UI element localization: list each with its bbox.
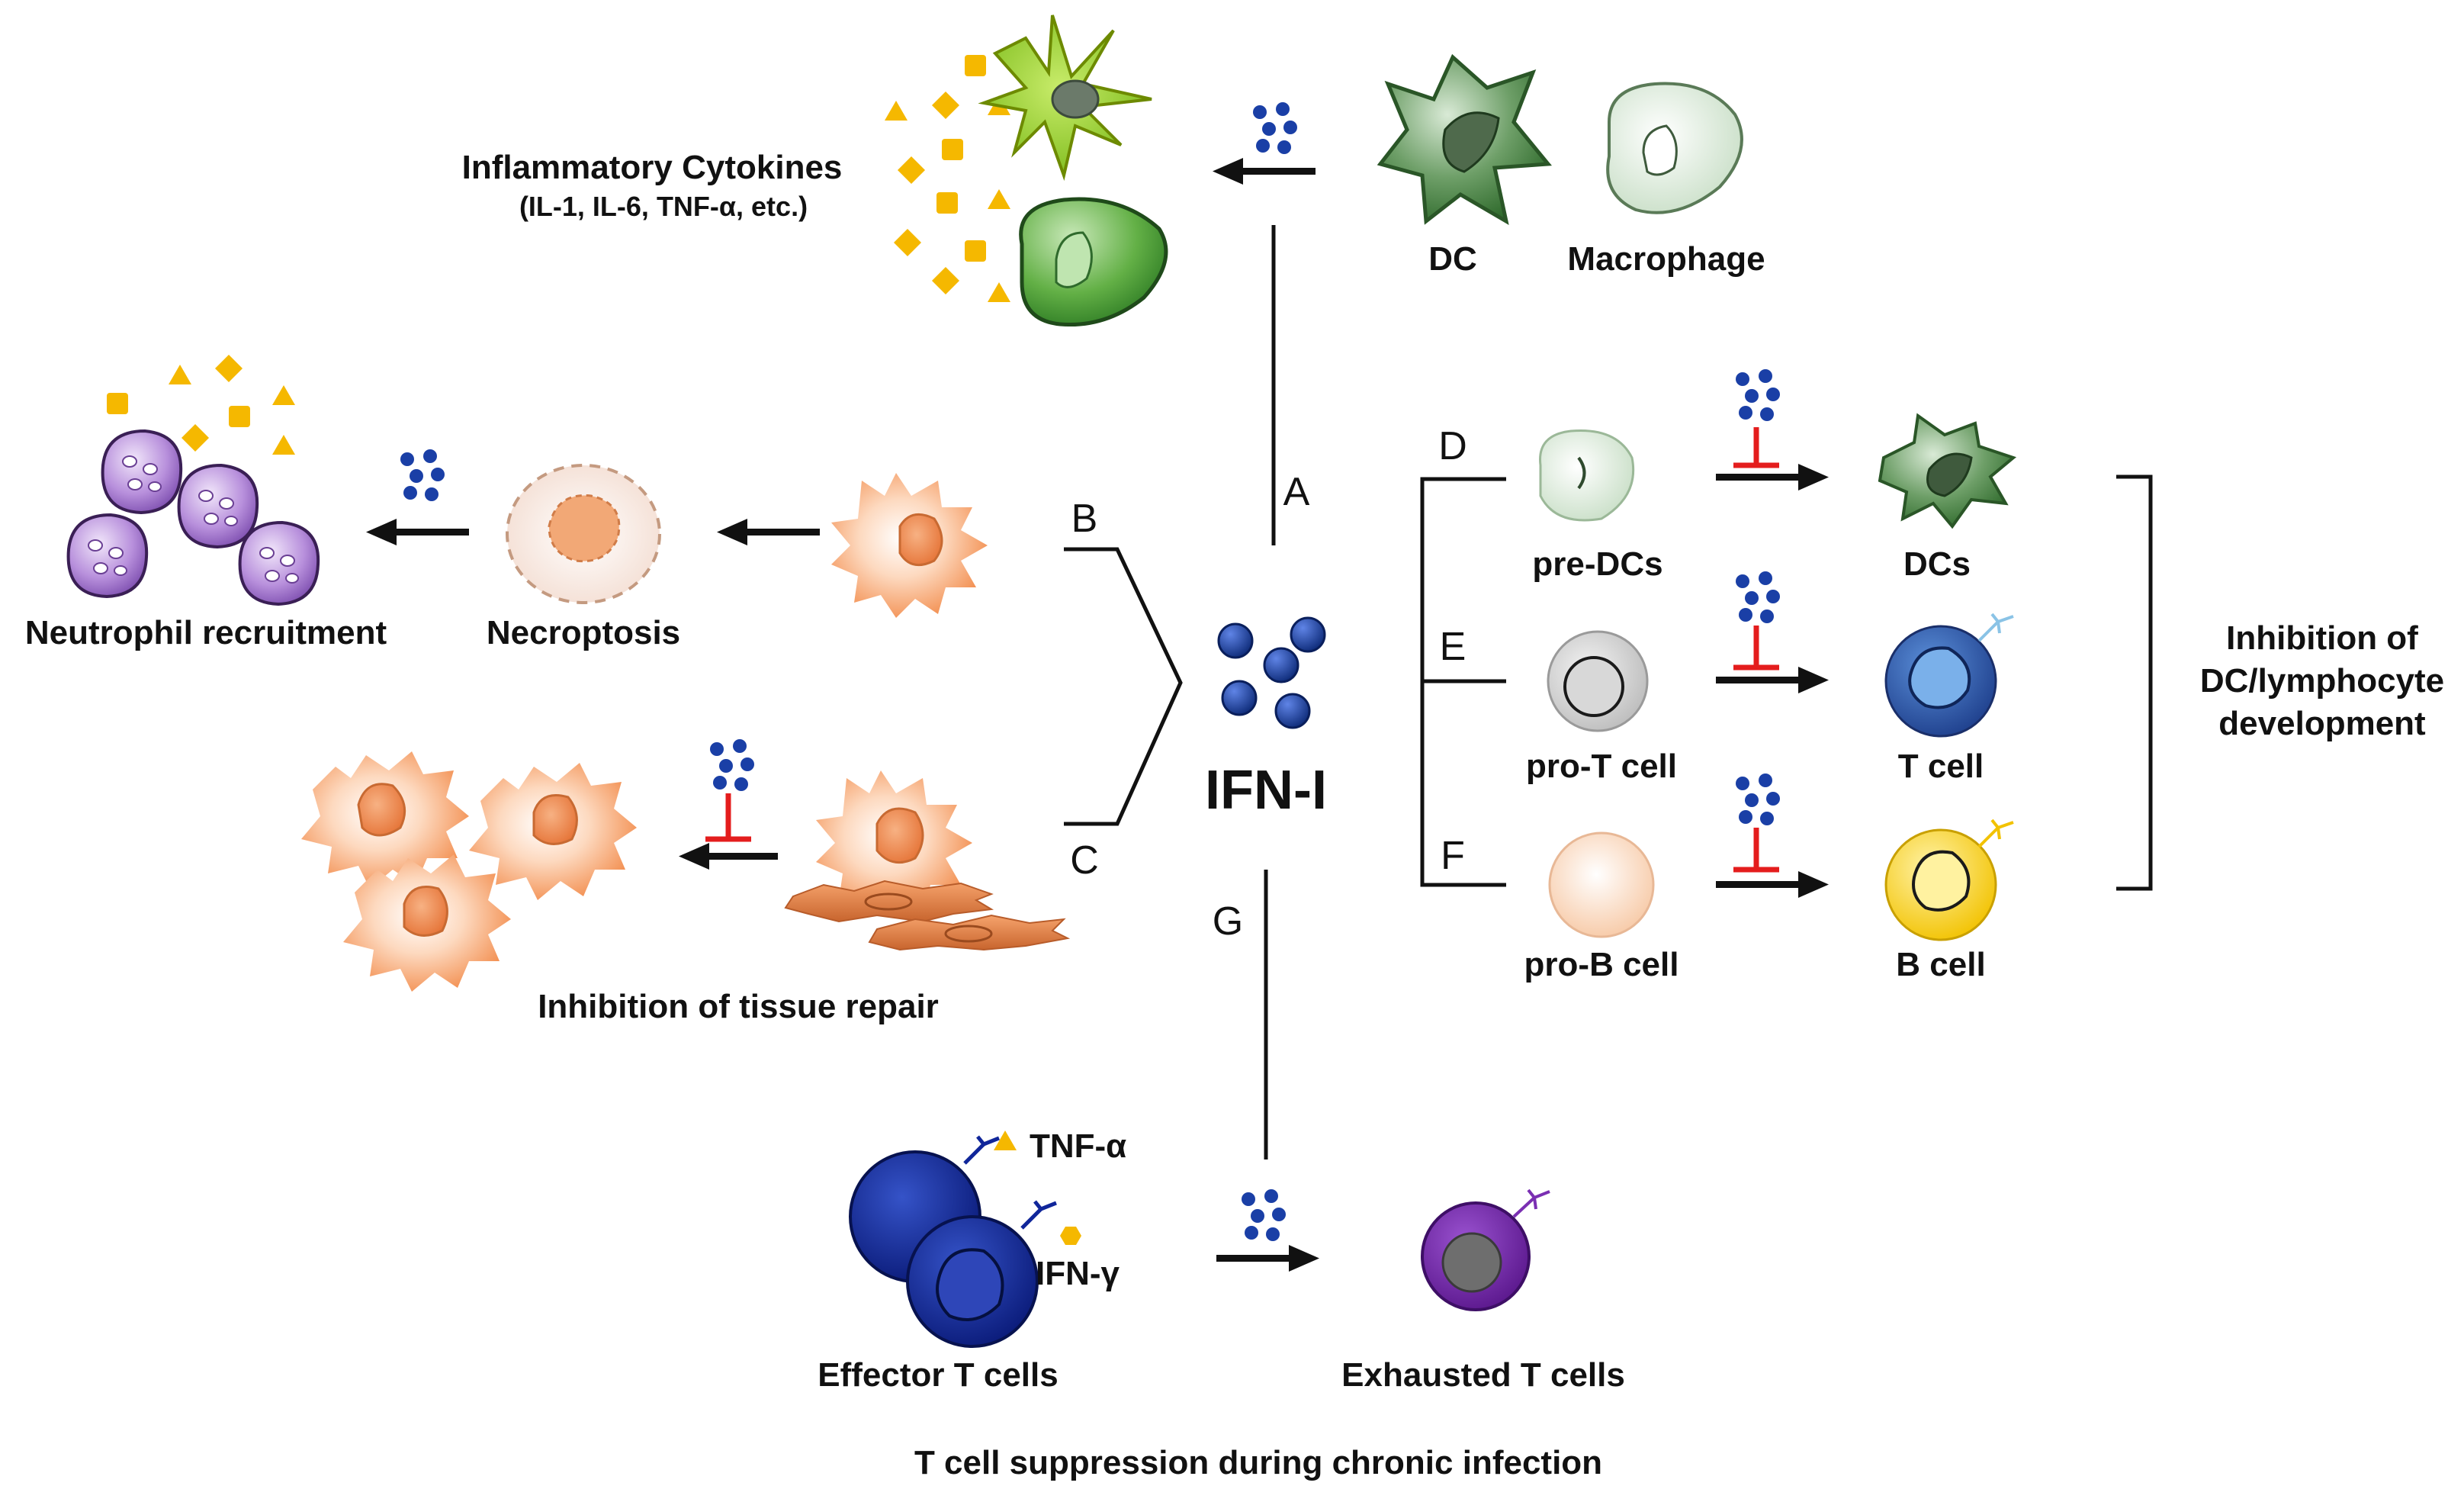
- letter-a: A: [1283, 470, 1310, 514]
- side-label-line1: Inhibition of: [2226, 619, 2418, 657]
- arrow-icon-g: [1216, 1245, 1319, 1272]
- neutrophil-icon: [238, 520, 320, 606]
- chronic-infection-caption: T cell suppression during chronic infect…: [914, 1444, 1603, 1481]
- side-label-line3: development: [2218, 705, 2426, 742]
- cytokines-title: Inflammatory Cytokines: [461, 149, 843, 186]
- tnf-triangle-icon: [994, 1131, 1017, 1150]
- inhibition-bars: [705, 427, 1779, 873]
- letter-e: E: [1439, 625, 1467, 669]
- b-cell-icon: [1884, 819, 2014, 941]
- bracket-right: [2116, 474, 2153, 891]
- activated-macrophage-icon: [1019, 197, 1168, 327]
- ifng-hexagon-icon: [1060, 1227, 1081, 1245]
- arrow-icon-f: [1716, 871, 1829, 898]
- pro-b-cell-icon: [1548, 831, 1655, 938]
- ifn-dots-icons: [400, 102, 1780, 1241]
- neutrophil-label: Neutrophil recruitment: [24, 614, 387, 651]
- ifn-dots-icon-f: [1736, 774, 1780, 825]
- exhausted-t-cell-icon: [1421, 1188, 1550, 1311]
- t-cell-icon: [1884, 613, 2014, 738]
- t-cell-label: T cell: [1897, 748, 1984, 785]
- ifn-dots-icon-d: [1736, 369, 1780, 421]
- pre-dcs-label: pre-DCs: [1532, 545, 1663, 583]
- necroptosis-label: Necroptosis: [486, 614, 681, 651]
- inhibition-bar-icon-f: [1733, 828, 1779, 873]
- macrophage-icon: [1606, 82, 1743, 214]
- b-cell-label: B cell: [1896, 946, 1986, 983]
- ifn-dots-icon-a: [1253, 102, 1297, 154]
- effector-t-cell-icon: [849, 1135, 1057, 1348]
- letter-b: B: [1071, 497, 1098, 541]
- pro-t-cell-icon: [1547, 630, 1649, 732]
- necroptotic-cell-icon: [506, 464, 661, 604]
- dendritic-cell-icon: [1377, 53, 1552, 226]
- arrow-icon-d: [1716, 464, 1829, 490]
- arrow-icon-e: [1716, 667, 1829, 693]
- arrows: [366, 158, 1829, 1272]
- tissue-cell-cluster: [301, 751, 637, 992]
- neutrophil-icon: [177, 463, 259, 549]
- neutrophil-icon-group: [66, 429, 320, 606]
- exhausted-label: Exhausted T cells: [1341, 1356, 1625, 1394]
- inhibition-bar-icon-c: [705, 793, 751, 842]
- letter-g: G: [1212, 899, 1244, 944]
- neutrophil-icon: [66, 513, 149, 599]
- arrow-icon-c: [679, 843, 778, 870]
- cytokine-particles-b: [107, 355, 295, 455]
- pro-b-label: pro-B cell: [1524, 946, 1679, 983]
- macrophage-label: Macrophage: [1567, 240, 1765, 278]
- letter-d: D: [1438, 424, 1467, 468]
- effector-label: Effector T cells: [818, 1356, 1059, 1394]
- connector-lines: [1064, 225, 2153, 1159]
- mature-dc-icon: [1878, 413, 2017, 529]
- arrow-icon-b1: [717, 519, 820, 545]
- ifn-dots-icon-g: [1242, 1189, 1286, 1241]
- ifn-dots-icon-c: [710, 739, 754, 791]
- activated-dc-icon: [978, 14, 1152, 182]
- arrow-icon-a: [1213, 158, 1316, 185]
- ifn-i-label: IFN-I: [1205, 760, 1327, 821]
- dc-label: DC: [1428, 240, 1477, 278]
- tnf-label: TNF-α: [1030, 1127, 1127, 1165]
- ifn-dots-icon-center: [1217, 616, 1326, 729]
- tissue-cell-icon-b: [831, 473, 988, 618]
- tissue-cell-icon-c: [816, 770, 972, 915]
- cytokine-particles-a: [885, 55, 1010, 302]
- ifn-dots-icon-e: [1736, 571, 1780, 623]
- letter-f: F: [1441, 834, 1465, 878]
- side-label-line2: DC/lymphocyte: [2199, 662, 2445, 700]
- ifn-dots-icon-b: [400, 449, 445, 501]
- dcs-label: DCs: [1903, 545, 1971, 583]
- pro-t-label: pro-T cell: [1525, 748, 1678, 785]
- inhibition-bar-icon-e: [1733, 626, 1779, 671]
- letter-c: C: [1070, 838, 1099, 883]
- arrow-icon-b2: [366, 519, 469, 545]
- pre-dc-icon: [1539, 429, 1635, 522]
- ifng-label: IFN-γ: [1036, 1255, 1120, 1292]
- neutrophil-icon: [101, 429, 183, 515]
- cytokines-subtitle: (IL-1, IL-6, TNF-α, etc.): [519, 191, 808, 222]
- tissue-repair-caption: Inhibition of tissue repair: [538, 988, 939, 1025]
- inhibition-bar-icon-d: [1733, 427, 1779, 468]
- flat-tissue-cells: [784, 880, 1071, 951]
- bracket-bc: [1064, 547, 1183, 826]
